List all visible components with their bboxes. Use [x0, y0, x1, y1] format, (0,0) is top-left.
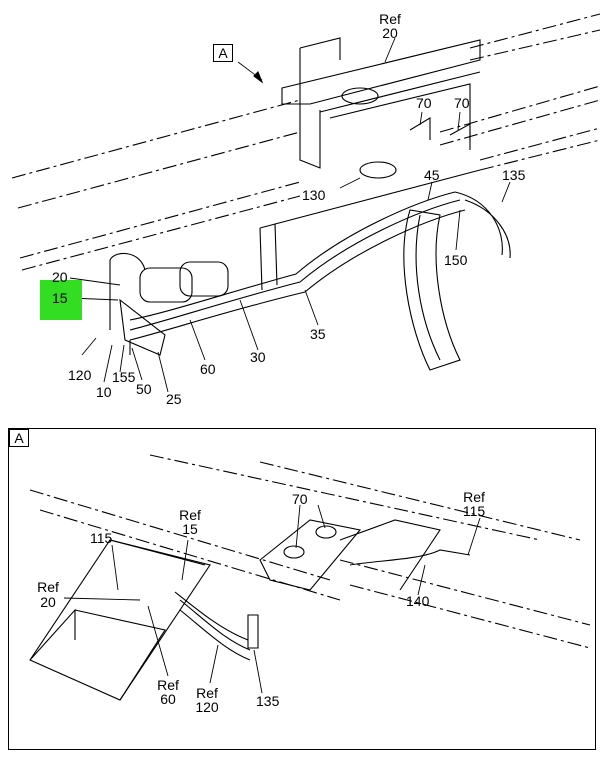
harness	[129, 191, 511, 341]
label-ref-20: 20	[382, 25, 398, 41]
detail-a-frame	[8, 428, 596, 750]
label-130: 130	[302, 187, 326, 203]
view-arrow	[253, 71, 264, 84]
label-150: 150	[444, 252, 468, 268]
label-50: 50	[136, 381, 152, 397]
label-155: 155	[112, 369, 136, 385]
detail-label-ref: Ref	[37, 579, 59, 595]
component-cluster	[109, 252, 229, 356]
frame-rails	[11, 13, 601, 271]
label-10: 10	[96, 384, 112, 400]
label-120: 120	[68, 367, 92, 383]
view-marker-a: A	[213, 44, 233, 62]
label-135: 135	[502, 167, 526, 183]
detail-a-tag: A	[9, 429, 29, 447]
detail-a-drawing	[29, 454, 591, 701]
detail-label-ref: Ref	[157, 677, 179, 693]
detail-label-ref-20: 20	[40, 594, 56, 610]
detail-label-ref: Ref	[463, 489, 485, 505]
detail-label-ref: Ref	[179, 507, 201, 523]
label-70b: 70	[454, 95, 470, 111]
detail-label-ref-115: 115	[462, 503, 486, 519]
leader-lines	[69, 37, 511, 393]
label-35: 35	[310, 326, 326, 342]
label-ref: Ref	[379, 11, 401, 27]
label-25: 25	[166, 391, 182, 407]
detail-label-ref-15: 15	[182, 521, 198, 537]
label-15: 15	[52, 290, 68, 306]
detail-label-140: 140	[406, 593, 430, 609]
detail-label-135: 135	[256, 693, 280, 709]
label-20: 20	[52, 269, 68, 285]
label-30: 30	[250, 349, 266, 365]
detail-label-ref: Ref	[196, 685, 218, 701]
detail-label-115: 115	[90, 530, 113, 546]
detail-label-ref-60: 60	[160, 691, 176, 707]
detail-label-70: 70	[292, 491, 308, 507]
highlight-box	[40, 280, 82, 320]
label-70a: 70	[416, 95, 432, 111]
label-45: 45	[424, 167, 440, 183]
label-60: 60	[200, 361, 216, 377]
detail-label-ref-120: 120	[195, 699, 219, 715]
cross-member	[259, 37, 481, 291]
